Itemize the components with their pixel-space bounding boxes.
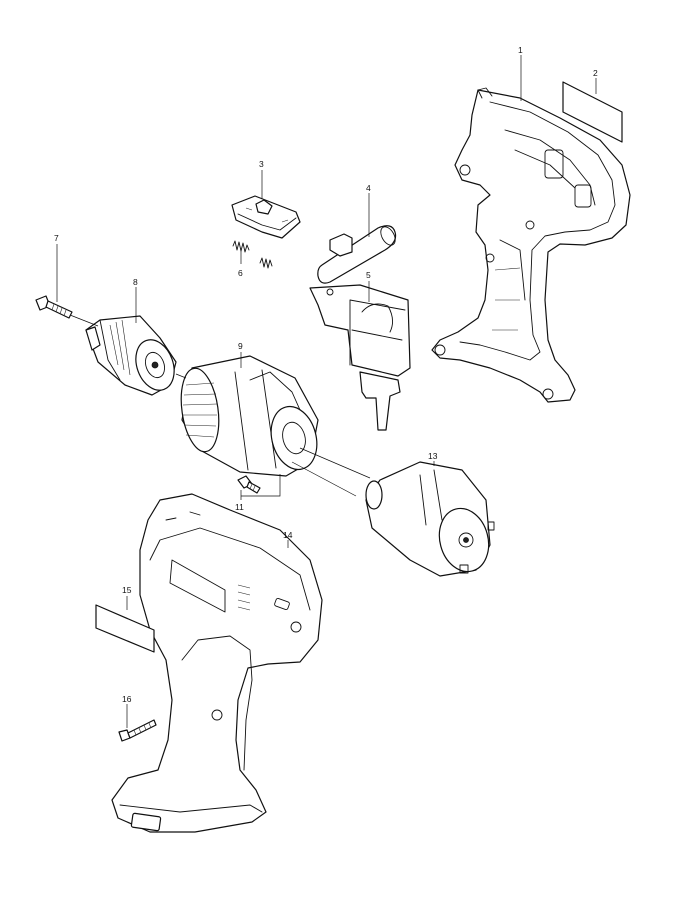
callout-13: 13 <box>428 451 438 461</box>
callout-7: 7 <box>54 233 59 243</box>
callout-4: 4 <box>366 183 371 193</box>
part-15-name-plate <box>95 604 155 653</box>
callout-14: 14 <box>283 530 293 540</box>
part-6-springs <box>232 240 273 269</box>
callout-11: 11 <box>235 502 244 512</box>
callout-3: 3 <box>259 159 264 169</box>
leader-lines <box>56 55 597 728</box>
callout-5: 5 <box>366 270 371 280</box>
part-7-screw <box>35 295 73 319</box>
part-13-dc-motor <box>365 461 495 577</box>
callout-6: 6 <box>238 268 243 278</box>
part-8-keyless-chuck <box>85 315 177 396</box>
part-11-screw <box>237 475 261 494</box>
part-3-reversing-lever <box>231 195 301 239</box>
part-14-housing-left <box>111 493 323 833</box>
callout-15: 15 <box>122 585 132 595</box>
callout-1: 1 <box>518 45 523 55</box>
part-1-housing-right <box>431 87 631 403</box>
part-9-gear-assembly <box>180 355 319 477</box>
callout-16: 16 <box>122 694 132 704</box>
callout-9: 9 <box>238 341 243 351</box>
callout-labels: 1 2 3 4 5 6 7 8 9 11 13 14 15 16 <box>54 45 598 704</box>
part-4-trigger-link <box>317 225 397 284</box>
callout-8: 8 <box>133 277 138 287</box>
part-16-tapping-screw <box>118 719 157 742</box>
part-5-switch <box>309 284 411 431</box>
part-2-name-plate <box>562 81 623 143</box>
callout-2: 2 <box>593 68 598 78</box>
